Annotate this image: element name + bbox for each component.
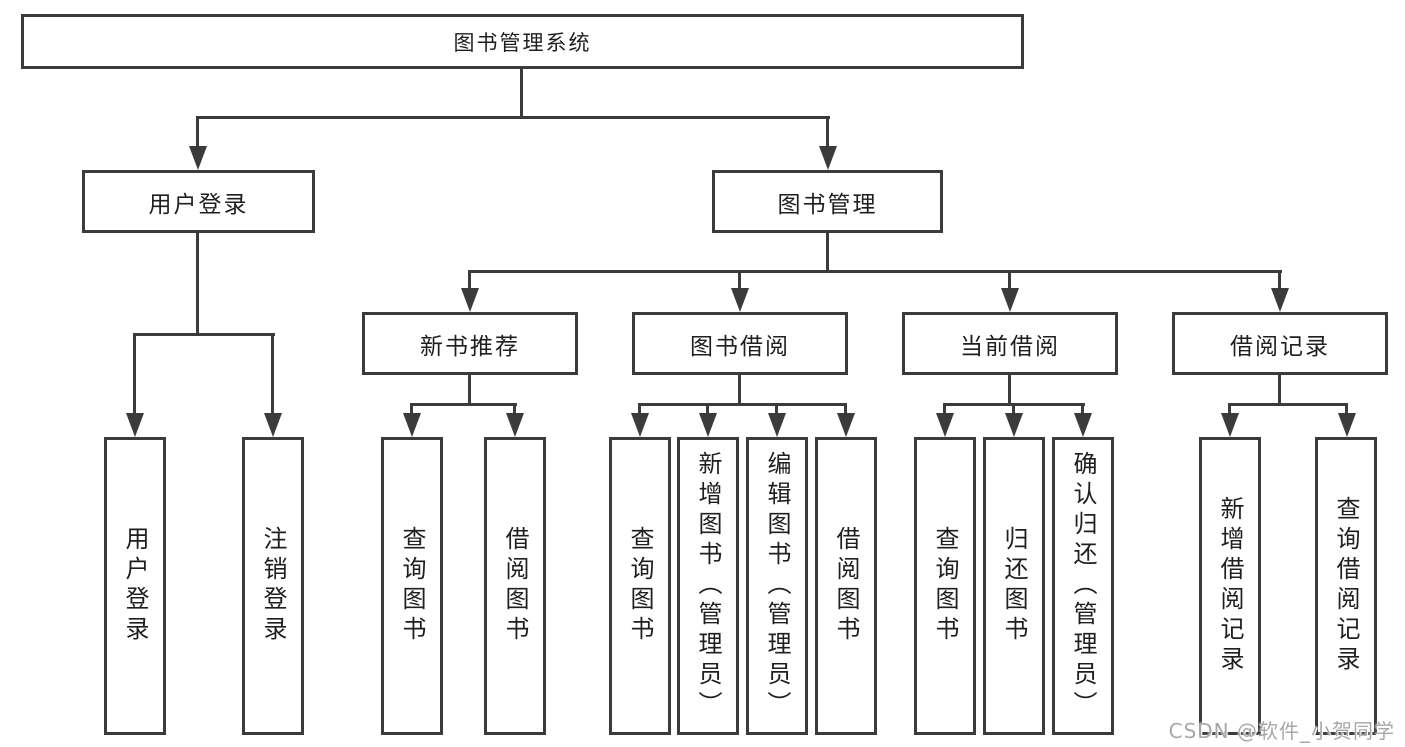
- leaf-query-books-borrow: 查询图书: [609, 437, 671, 735]
- leaf-add-books-admin: 新增图书（管理员）: [677, 437, 739, 735]
- arrowhead-down-icon: [1001, 288, 1019, 312]
- connector-line: [1008, 270, 1011, 292]
- csdn-watermark: CSDN @软件_小贺同学: [1168, 719, 1395, 743]
- connector-line: [468, 270, 1282, 273]
- arrowhead-down-icon: [189, 146, 207, 170]
- leaf-return-books-label: 归还图书: [1000, 526, 1028, 646]
- node-book-management: 图书管理: [712, 170, 943, 233]
- connector-line: [844, 403, 847, 417]
- arrowhead-down-icon: [699, 413, 717, 437]
- arrowhead-down-icon: [936, 413, 954, 437]
- leaf-borrow-books-recommend-label: 借阅图书: [501, 526, 529, 646]
- arrowhead-down-icon: [461, 288, 479, 312]
- connector-line: [706, 403, 709, 417]
- node-book-management-label: 图书管理: [777, 191, 878, 218]
- leaf-query-books-recommend: 查询图书: [381, 437, 443, 735]
- connector-line: [1008, 374, 1011, 406]
- node-new-book-recommend-label: 新书推荐: [420, 333, 520, 360]
- node-borrow-records-label: 借阅记录: [1230, 333, 1330, 360]
- connector-line: [1012, 403, 1015, 417]
- leaf-query-borrow-record-label: 查询借阅记录: [1332, 496, 1360, 676]
- leaf-user-login-label: 用户登录: [121, 526, 149, 646]
- leaf-borrow-books-label: 借阅图书: [832, 526, 860, 646]
- connector-line: [468, 374, 471, 406]
- arrowhead-down-icon: [1221, 413, 1239, 437]
- connector-line: [826, 233, 829, 273]
- leaf-edit-books-admin-label: 编辑图书（管理员）: [763, 451, 791, 721]
- connector-line: [410, 403, 517, 406]
- connector-line: [1081, 403, 1084, 417]
- arrowhead-down-icon: [1271, 288, 1289, 312]
- node-book-borrow: 图书借阅: [632, 312, 848, 375]
- arrowhead-down-icon: [1005, 413, 1023, 437]
- connector-line: [196, 116, 199, 148]
- connector-line: [520, 68, 523, 118]
- connector-line: [638, 403, 847, 406]
- leaf-add-books-admin-label: 新增图书（管理员）: [694, 451, 722, 721]
- node-current-borrow-label: 当前借阅: [960, 333, 1060, 360]
- connector-line: [1278, 270, 1281, 292]
- connector-line: [271, 333, 274, 417]
- arrowhead-down-icon: [506, 413, 524, 437]
- leaf-query-books-recommend-label: 查询图书: [398, 526, 426, 646]
- arrowhead-down-icon: [819, 146, 837, 170]
- connector-line: [196, 116, 830, 119]
- leaf-borrow-books: 借阅图书: [815, 437, 877, 735]
- arrowhead-down-icon: [731, 288, 749, 312]
- arrowhead-down-icon: [264, 413, 282, 437]
- connector-line: [1228, 403, 1348, 406]
- connector-line: [943, 403, 946, 417]
- node-root: 图书管理系统: [21, 14, 1024, 69]
- connector-line: [513, 403, 516, 417]
- leaf-add-borrow-record-label: 新增借阅记录: [1216, 496, 1244, 676]
- node-current-borrow: 当前借阅: [902, 312, 1118, 375]
- node-book-borrow-label: 图书借阅: [690, 333, 790, 360]
- node-root-label: 图书管理系统: [453, 30, 592, 55]
- arrowhead-down-icon: [631, 413, 649, 437]
- connector-line: [738, 270, 741, 292]
- connector-line: [1228, 403, 1231, 417]
- connector-line: [1345, 403, 1348, 417]
- connector-line: [638, 403, 641, 417]
- arrowhead-down-icon: [1338, 413, 1356, 437]
- node-new-book-recommend: 新书推荐: [362, 312, 578, 375]
- connector-line: [133, 333, 275, 336]
- arrowhead-down-icon: [768, 413, 786, 437]
- leaf-query-books-current: 查询图书: [914, 437, 976, 735]
- leaf-confirm-return-admin-label: 确认归还（管理员）: [1069, 451, 1097, 721]
- connector-line: [1278, 374, 1281, 406]
- leaf-return-books: 归还图书: [983, 437, 1045, 735]
- leaf-query-borrow-record: 查询借阅记录: [1315, 437, 1377, 735]
- leaf-edit-books-admin: 编辑图书（管理员）: [746, 437, 808, 735]
- node-user-login-label: 用户登录: [148, 191, 249, 218]
- arrowhead-down-icon: [126, 413, 144, 437]
- connector-line: [738, 374, 741, 406]
- leaf-query-books-borrow-label: 查询图书: [626, 526, 654, 646]
- leaf-logout-label: 注销登录: [259, 526, 287, 646]
- leaf-logout: 注销登录: [242, 437, 304, 735]
- connector-line: [133, 333, 136, 417]
- arrowhead-down-icon: [403, 413, 421, 437]
- node-borrow-records: 借阅记录: [1172, 312, 1388, 375]
- node-user-login: 用户登录: [82, 170, 315, 233]
- leaf-borrow-books-recommend: 借阅图书: [484, 437, 546, 735]
- arrowhead-down-icon: [1074, 413, 1092, 437]
- connector-line: [826, 116, 829, 148]
- leaf-add-borrow-record: 新增借阅记录: [1199, 437, 1261, 735]
- leaf-confirm-return-admin: 确认归还（管理员）: [1052, 437, 1114, 735]
- connector-line: [410, 403, 413, 417]
- leaf-query-books-current-label: 查询图书: [931, 526, 959, 646]
- connector-line: [775, 403, 778, 417]
- connector-line: [468, 270, 471, 292]
- connector-line: [196, 233, 199, 336]
- arrowhead-down-icon: [837, 413, 855, 437]
- leaf-user-login: 用户登录: [104, 437, 166, 735]
